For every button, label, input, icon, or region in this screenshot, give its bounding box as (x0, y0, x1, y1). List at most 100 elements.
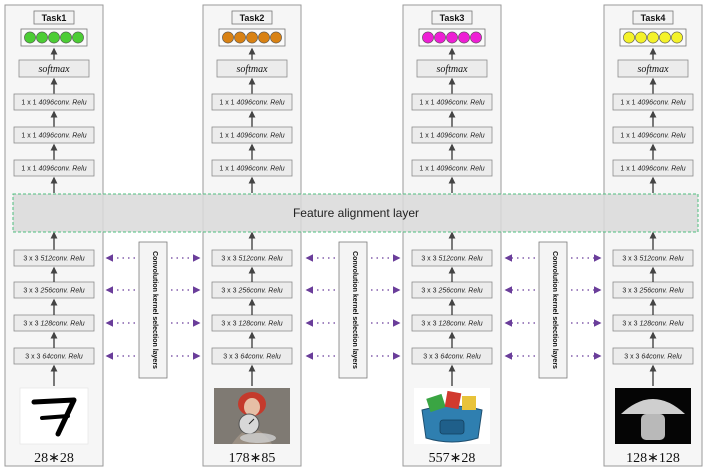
task-title-box (632, 10, 674, 25)
kernel-selection-label: Convolution kernel selection layers (351, 251, 358, 369)
fc-layer-label: 1 x 1 4096conv. Relu (21, 100, 86, 107)
output-node (647, 31, 659, 44)
task-column-2: Task2 softmax 1 x 1 4096conv. Relu 1 x 1 40… (202, 4, 302, 467)
conv-layer-label: 3 x 3 256conv. Relu (622, 288, 683, 295)
conv-layer-box (411, 249, 493, 267)
bag-pocket (439, 419, 465, 435)
output-nodes (418, 28, 486, 47)
digit-seven-image (19, 387, 89, 445)
conv-layer-label: 3 x 3 128conv. Relu (421, 321, 482, 328)
conv-layer-box (13, 249, 95, 267)
fc-layer-label: 1 x 1 4096conv. Relu (219, 133, 284, 140)
face (244, 398, 260, 416)
conv-layer-label: 3 x 3 256conv. Relu (221, 288, 282, 295)
conv-layer-box (612, 249, 694, 267)
task-title-box (33, 10, 75, 25)
digit-crossbar (40, 414, 70, 420)
clock-hand (248, 418, 255, 425)
output-node (422, 31, 434, 44)
fc-layer-box (612, 126, 694, 144)
kernel-selection-box (538, 241, 568, 379)
softmax-box (416, 59, 488, 78)
input-size-label: 28∗28 (34, 451, 74, 466)
woman-with-clock-image (214, 388, 290, 444)
output-node (470, 31, 482, 44)
input-size-label: 128∗128 (626, 451, 680, 466)
mushroom-cap (621, 399, 685, 414)
softmax-box (18, 59, 90, 78)
conv-layer-label: 3 x 3 512conv. Relu (421, 256, 482, 263)
kernel-selection-block-2: Convolution kernel selection layers (305, 241, 401, 379)
book-yellow (462, 396, 476, 410)
output-node (246, 31, 258, 44)
saucer (240, 433, 276, 443)
task-title: Task2 (231, 10, 273, 25)
fc-layer-box (411, 126, 493, 144)
fc-layer-label: 1 x 1 4096conv. Relu (620, 166, 685, 173)
output-node (258, 31, 270, 44)
softmax-box (216, 59, 288, 78)
input-size-label: 557∗28 (429, 451, 476, 466)
conv-layer-label: 3 x 3 128conv. Relu (221, 321, 282, 328)
output-node (458, 31, 470, 44)
feature-alignment-label: Feature alignment layer (293, 206, 419, 220)
output-node (72, 31, 84, 44)
fc-layer-label: 1 x 1 4096conv. Relu (620, 133, 685, 140)
fc-layer-label: 1 x 1 4096conv. Relu (21, 166, 86, 173)
conv-layer-label: 3 x 3 64conv. Relu (25, 354, 83, 361)
kernel-selection-label: Convolution kernel selection layers (551, 251, 558, 369)
feature-alignment-layer (12, 193, 699, 233)
conv-layer-box (211, 249, 293, 267)
kernel-selection-block-3: Convolution kernel selection layers (504, 241, 602, 379)
output-node (671, 31, 683, 44)
fc-layer-label: 1 x 1 4096conv. Relu (620, 100, 685, 107)
fc-layer-box (211, 126, 293, 144)
fc-layer-box (612, 93, 694, 111)
conv-layer-label: 3 x 3 512conv. Relu (221, 256, 282, 263)
task-title: Task3 (431, 10, 473, 25)
fc-layer-label: 1 x 1 4096conv. Relu (419, 100, 484, 107)
kernel-selection-label: Convolution kernel selection layers (151, 251, 158, 369)
fc-layer-box (411, 159, 493, 177)
kernel-selection-box (338, 241, 368, 379)
task-title-label: Task3 (440, 13, 465, 23)
task-title-label: Task1 (42, 13, 67, 23)
output-node (635, 31, 647, 44)
task-title-box (231, 10, 273, 25)
fc-layer-box (411, 93, 493, 111)
task-title: Task4 (632, 10, 674, 25)
conv-layer-label: 3 x 3 512conv. Relu (23, 256, 84, 263)
input-size-label: 178∗85 (229, 451, 276, 466)
stuffed-bag-image (414, 388, 490, 444)
fc-layer-box (211, 159, 293, 177)
fc-layer-box (13, 126, 95, 144)
task-title-label: Task4 (641, 13, 666, 23)
conv-layer-label: 3 x 3 64conv. Relu (624, 354, 682, 361)
mushroom-stem (641, 414, 665, 440)
conv-layer-label: 3 x 3 64conv. Relu (423, 354, 481, 361)
fc-layer-box (13, 93, 95, 111)
output-node (222, 31, 234, 44)
softmax-label: softmax (637, 64, 669, 75)
softmax-label: softmax (236, 64, 268, 75)
kernel-selection-box (138, 241, 168, 379)
softmax-label: softmax (436, 64, 468, 75)
output-nodes (20, 28, 88, 47)
fc-layer-box (612, 159, 694, 177)
task-column-4: Task4 softmax 1 x 1 4096conv. Relu 1 x 1 40… (603, 4, 703, 467)
conv-layer-label: 3 x 3 64conv. Relu (223, 354, 281, 361)
output-node (24, 31, 36, 44)
output-nodes (619, 28, 687, 47)
conv-layer-label: 3 x 3 512conv. Relu (622, 256, 683, 263)
fc-layer-box (13, 159, 95, 177)
output-node (60, 31, 72, 44)
output-node (446, 31, 458, 44)
output-node (270, 31, 282, 44)
output-node (36, 31, 48, 44)
conv-layer-label: 3 x 3 128conv. Relu (622, 321, 683, 328)
fc-layer-label: 1 x 1 4096conv. Relu (219, 100, 284, 107)
softmax-box (617, 59, 689, 78)
